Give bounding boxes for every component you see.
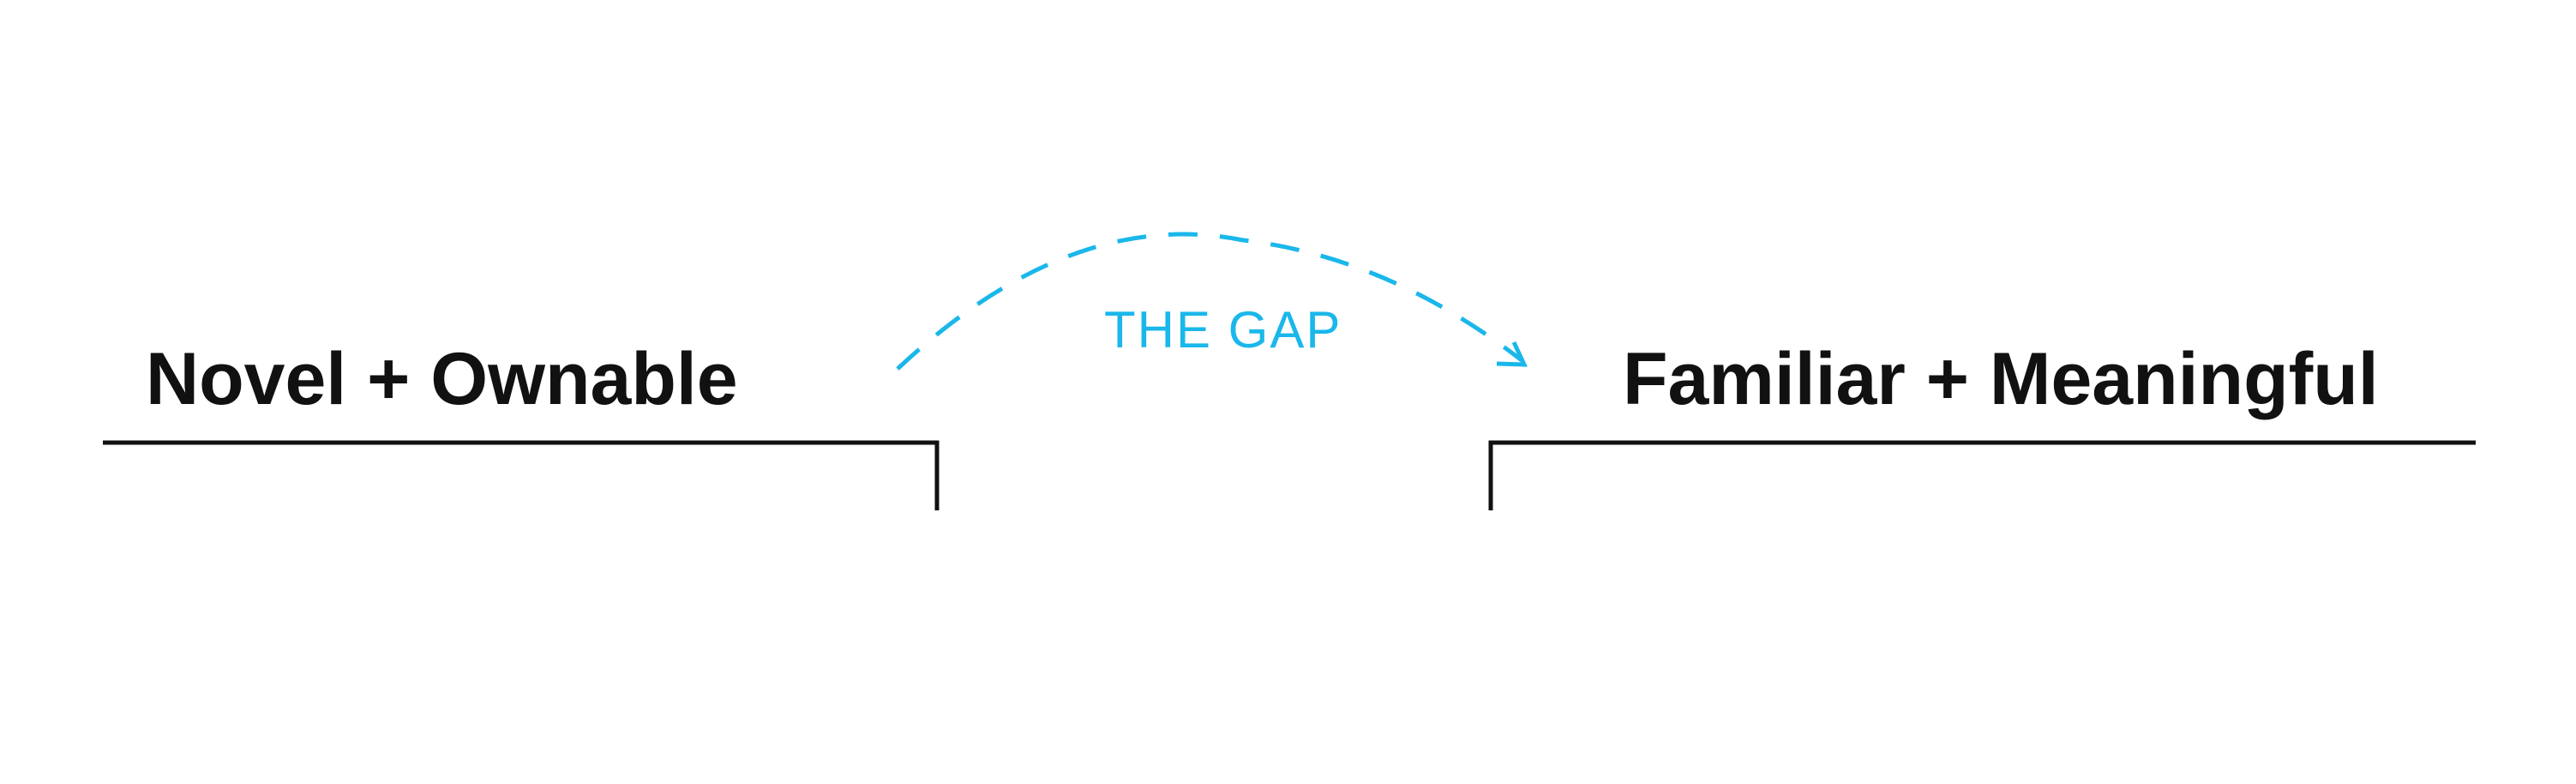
gap-label: THE GAP — [1104, 301, 1342, 359]
left-label: Novel + Ownable — [146, 338, 738, 420]
right-label: Familiar + Meaningful — [1623, 338, 2379, 420]
arrowhead-icon — [1496, 341, 1528, 367]
left-ledge-line — [103, 440, 940, 510]
right-ledge-line — [1488, 440, 2476, 510]
gap-arc-dashed — [896, 232, 1523, 371]
